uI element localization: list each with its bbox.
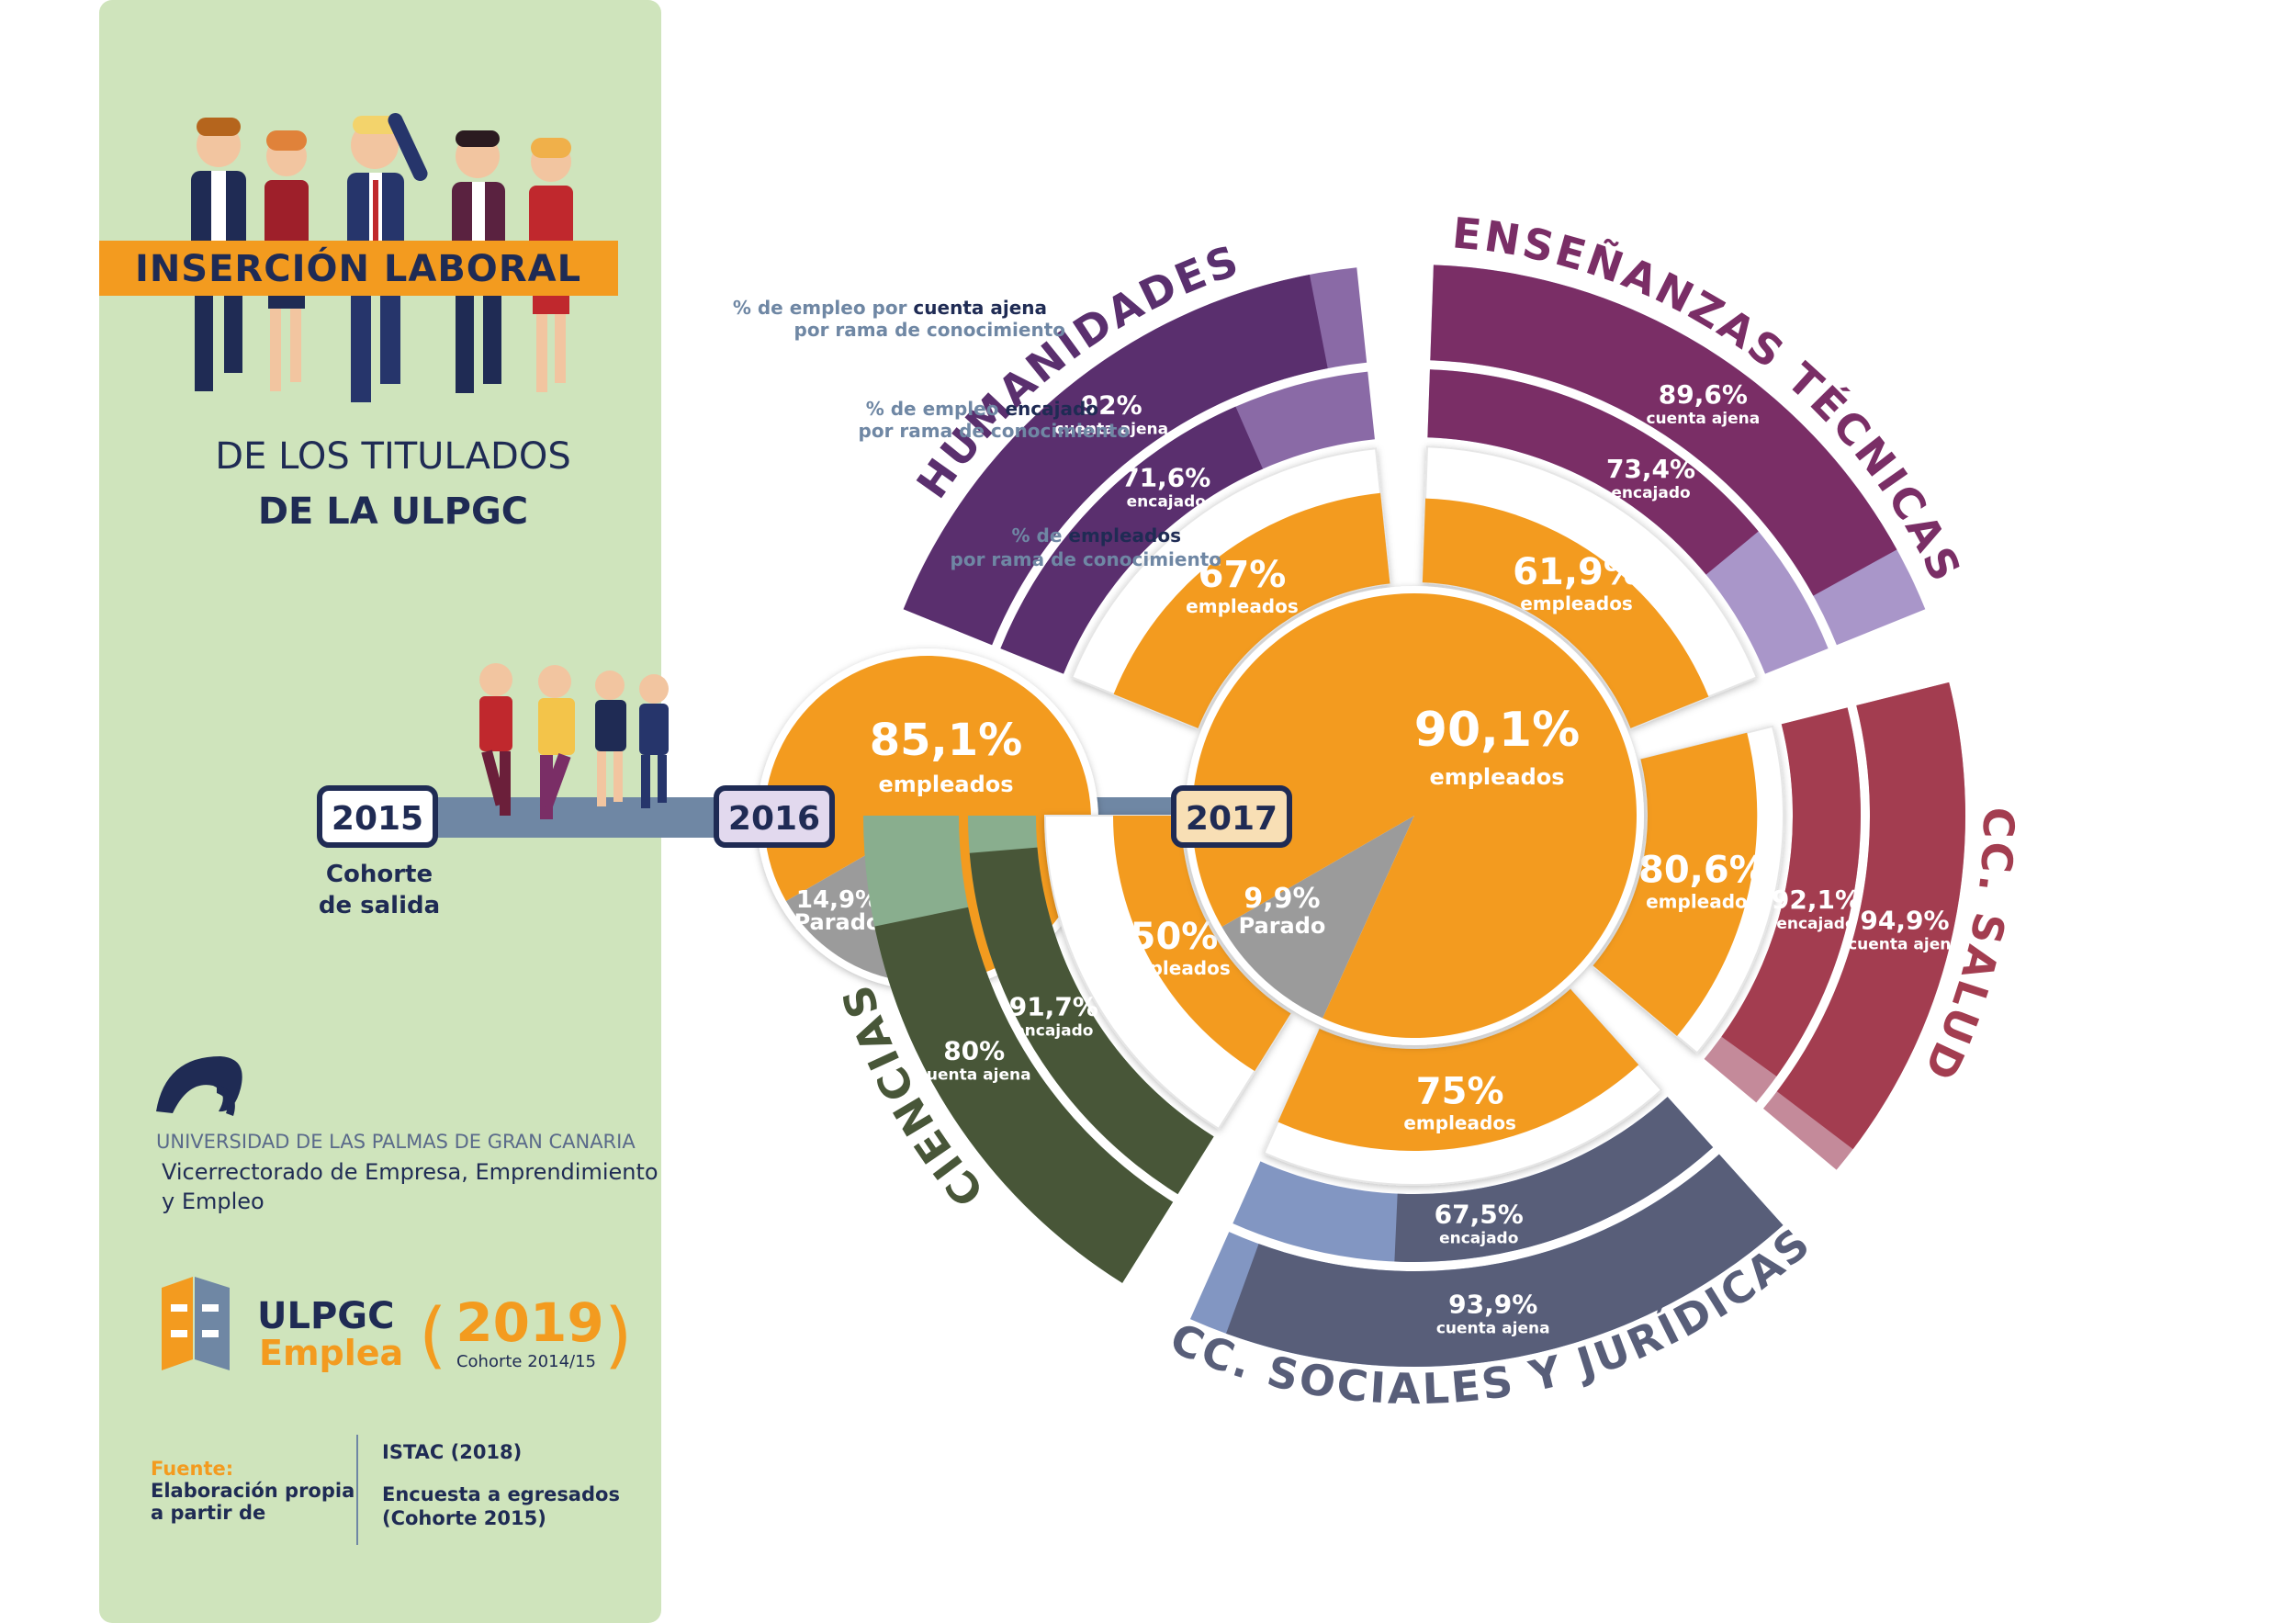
encajado-value-0: 71,6% — [1121, 462, 1210, 492]
edition-year: 2019 — [456, 1291, 603, 1354]
note-encajado-line2: por rama de conocimiento — [859, 420, 1130, 442]
pie-2017-secondary-value: 9,9% — [1244, 883, 1320, 915]
source-label: Fuente: — [151, 1458, 233, 1480]
title-sub2: DE LA ULPGC — [258, 490, 528, 533]
year-paren-open: ( — [419, 1294, 446, 1377]
empleados-value-0: 67% — [1199, 554, 1287, 596]
cuenta-ajena-label-3: cuenta ajena — [1436, 1319, 1550, 1337]
year-box-2016: 2016 — [714, 785, 835, 848]
empleados-label-3: empleados — [1403, 1112, 1516, 1134]
cuenta-ajena-bar-3 — [1226, 1154, 1784, 1367]
cuenta-ajena-value-3: 93,9% — [1448, 1289, 1537, 1319]
encajado-value-4: 91,7% — [1009, 992, 1098, 1022]
note-cuenta-ajena-line2: por rama de conocimiento — [794, 319, 1065, 341]
pie-slice-parado — [1221, 816, 1414, 1019]
cuenta-ajena-value-2: 94,9% — [1860, 905, 1949, 935]
pie-2016-secondary-value: 14,9% — [796, 886, 879, 914]
cuenta-ajena-label-0: cuenta ajena — [1054, 420, 1168, 438]
encajado-bar-1 — [1427, 369, 1759, 575]
empleados-label-0: empleados — [1186, 595, 1299, 617]
source-ref1: ISTAC (2018) — [382, 1441, 522, 1463]
cuenta-ajena-label-4: cuenta ajena — [917, 1066, 1031, 1085]
source-ref2-line1: Encuesta a egresados — [382, 1483, 620, 1505]
encajado-label-2: encajado — [1776, 915, 1855, 933]
empleados-bar-0 — [1113, 492, 1390, 728]
cuenta-ajena-label-1: cuenta ajena — [1646, 410, 1760, 428]
encajado-bar-4 — [969, 847, 1214, 1195]
year-box-2017: 2017 — [1171, 785, 1292, 848]
pie-2016-main-label: empleados — [878, 772, 1013, 797]
title-bar — [99, 241, 618, 296]
pie-2017-main-value: 90,1% — [1414, 703, 1580, 758]
pie-slice-empleados — [1192, 593, 1638, 1039]
university-name: UNIVERSIDAD DE LAS PALMAS DE GRAN CANARI… — [156, 1131, 636, 1153]
empleados-bar-3 — [1277, 988, 1639, 1151]
note-empleados-line1: % de empleados — [1012, 524, 1181, 547]
department-line2: y Empleo — [162, 1189, 264, 1214]
cuenta-ajena-bar-4 — [874, 907, 1174, 1283]
source-ref2-line2: (Cohorte 2015) — [382, 1507, 546, 1529]
cohort-label-2: de salida — [319, 892, 440, 919]
encajado-value-2: 92,1% — [1772, 885, 1861, 915]
title-main: INSERCIÓN LABORAL — [135, 246, 581, 290]
cuenta-ajena-value-0: 92% — [1081, 389, 1142, 420]
cuenta-ajena-label-2: cuenta ajena — [1848, 935, 1962, 953]
year-label: 2017 — [1186, 800, 1277, 838]
empleados-value-3: 75% — [1416, 1071, 1504, 1113]
title-sub1: DE LOS TITULADOS — [215, 435, 570, 478]
cohort-label-1: Cohorte — [326, 861, 433, 888]
pie-2016-main-value: 85,1% — [870, 715, 1023, 766]
encajado-label-1: encajado — [1611, 484, 1690, 502]
brand-line1: ULPGC — [257, 1295, 394, 1337]
encajado-label-4: encajado — [1014, 1022, 1093, 1041]
encajado-label-0: encajado — [1127, 492, 1206, 511]
note-cuenta-ajena-line1: % de empleo por cuenta ajena — [733, 297, 1047, 319]
pie-2017-main-label: empleados — [1429, 764, 1564, 790]
empleados-value-4: 50% — [1131, 916, 1219, 958]
pie-2016-secondary-label: Parado — [794, 909, 882, 935]
source-text-line2: a partir de — [151, 1502, 265, 1524]
empleados-label-1: empleados — [1520, 592, 1633, 614]
encajado-bar-0 — [1000, 406, 1264, 674]
note-encajado-line1: % de empleo encajado — [866, 398, 1098, 420]
empleados-value-2: 80,6% — [1638, 849, 1766, 891]
brand-line2: Emplea — [259, 1333, 403, 1373]
pie-2017-secondary-label: Parado — [1239, 913, 1326, 939]
empleados-label-2: empleados — [1646, 890, 1759, 912]
encajado-label-3: encajado — [1439, 1229, 1518, 1247]
pie-2017: 90,1% empleados 9,9% Parado — [1185, 586, 1644, 1045]
encajado-value-1: 73,4% — [1606, 454, 1695, 484]
empleados-bar-4 — [1113, 816, 1291, 1072]
ulpgc-logo — [156, 1056, 242, 1116]
cuenta-ajena-value-1: 89,6% — [1659, 379, 1748, 410]
year-label: 2015 — [332, 800, 423, 838]
year-box-2015: 2015 — [317, 785, 438, 848]
empleados-bar-1 — [1422, 498, 1709, 728]
empleados-label-4: empleados — [1118, 957, 1231, 979]
runners-illustration — [479, 663, 669, 819]
cohort-note: Cohorte 2014/15 — [456, 1352, 596, 1371]
encajado-bar-2 — [1721, 707, 1861, 1076]
encajado-value-3: 67,5% — [1435, 1199, 1524, 1229]
ulpgc-emplea-logo — [162, 1277, 230, 1370]
note-empleados-line2: por rama de conocimiento — [951, 548, 1221, 570]
encajado-bar-3 — [1394, 1097, 1714, 1262]
year-label: 2016 — [728, 800, 820, 838]
department-line1: Vicerrectorado de Empresa, Emprendimient… — [162, 1159, 658, 1185]
person-figure — [191, 118, 246, 391]
cuenta-ajena-bar-0 — [903, 274, 1328, 646]
timeline-bar — [432, 797, 726, 838]
cuenta-ajena-bar-1 — [1430, 265, 1897, 596]
source-divider — [356, 1435, 358, 1545]
source-text-line1: Elaboración propia — [151, 1480, 355, 1502]
empleados-bar-2 — [1593, 732, 1758, 1036]
empleados-value-1: 61,9% — [1513, 551, 1640, 593]
year-paren-close: ) — [604, 1294, 632, 1377]
cuenta-ajena-bar-2 — [1776, 682, 1965, 1150]
cuenta-ajena-value-4: 80% — [943, 1036, 1005, 1066]
